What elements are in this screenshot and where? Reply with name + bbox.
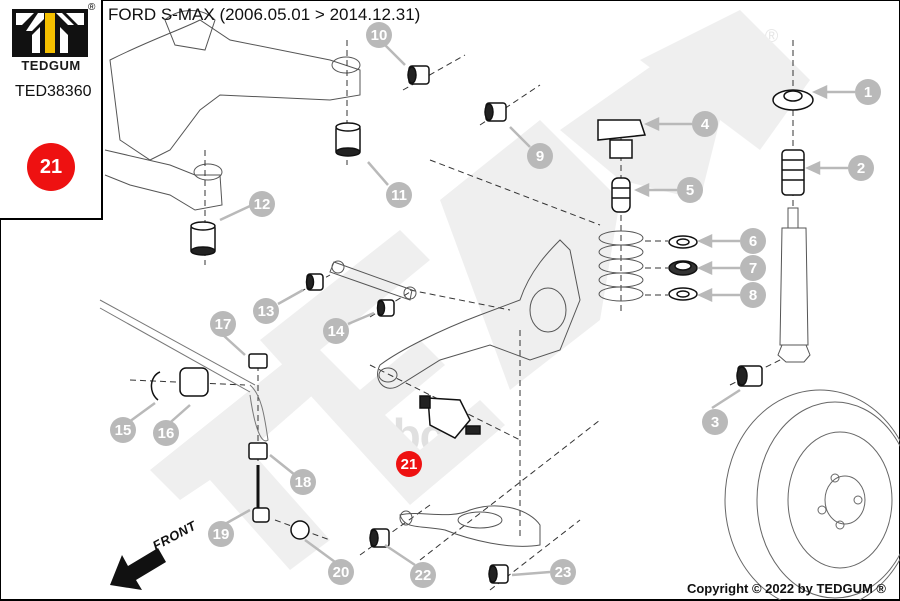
brand-name: TEDGUM: [21, 58, 81, 73]
subframe: [104, 10, 361, 211]
part-4-spring-mount: [597, 119, 647, 159]
part-15-clamp: [150, 371, 161, 401]
callout-19[interactable]: 19: [208, 521, 234, 547]
callout-13[interactable]: 13: [253, 298, 279, 324]
wheel: [724, 389, 900, 600]
knuckle: [377, 239, 581, 389]
part-5-bump-stop: [611, 177, 631, 213]
callout-9[interactable]: 9: [527, 143, 553, 169]
part-20-cap: [290, 520, 310, 540]
callout-23[interactable]: 23: [550, 559, 576, 585]
part-14-bushing: [376, 299, 395, 317]
part-1-top-mount: [772, 89, 814, 111]
callout-20[interactable]: 20: [328, 559, 354, 585]
part-3-bushing: [736, 365, 763, 387]
part-12-bushing: [190, 221, 216, 256]
shock-absorber: [777, 207, 811, 363]
part-21-bushing: [419, 395, 481, 439]
callout-18[interactable]: 18: [290, 469, 316, 495]
part-22-bushing: [369, 528, 390, 548]
watermark-e: [260, 230, 505, 505]
callout-3[interactable]: 3: [702, 409, 728, 435]
watermark-u: [640, 10, 810, 150]
part-6-washer: [668, 235, 698, 249]
callout-4[interactable]: 4: [692, 111, 718, 137]
part-info-panel: ® TEDGUM TED38360 21: [0, 0, 103, 220]
callout-6[interactable]: 6: [740, 228, 766, 254]
part-8-washer: [668, 287, 698, 301]
part-23-bushing: [488, 564, 509, 584]
callout-22[interactable]: 22: [410, 562, 436, 588]
callout-5[interactable]: 5: [677, 177, 703, 203]
bushings: [150, 65, 814, 584]
callout-16[interactable]: 16: [153, 420, 179, 446]
callout-2[interactable]: 2: [848, 155, 874, 181]
callout-1[interactable]: 1: [855, 79, 881, 105]
callout-arrows: [128, 44, 855, 577]
registered-mark: ®: [88, 2, 96, 13]
lower-control-arm: [399, 505, 541, 547]
part-18-bushing: [248, 442, 268, 460]
callout-7[interactable]: 7: [740, 255, 766, 281]
front-arrow: [110, 548, 166, 590]
part-10-bushing: [407, 65, 430, 85]
part-9-bushing: [484, 102, 507, 122]
part-13-bushing: [305, 273, 324, 291]
lateral-link: [329, 260, 417, 301]
callout-11[interactable]: 11: [386, 182, 412, 208]
part-19-link: [252, 465, 270, 523]
part-2-dust-boot: [781, 149, 805, 196]
callout-15[interactable]: 15: [110, 417, 136, 443]
highlighted-position-badge: 21: [27, 143, 75, 191]
part-17-bushing: [248, 353, 268, 369]
vehicle-title: FORD S-MAX (2006.05.01 > 2014.12.31): [108, 5, 421, 24]
part-number: TED38360: [15, 83, 92, 100]
part-7-bearing: [668, 260, 698, 276]
copyright-notice: Copyright © 2022 by TEDGUM ®: [686, 581, 886, 596]
watermark-d: [440, 120, 620, 390]
part-11-bushing: [335, 122, 361, 157]
callout-14[interactable]: 14: [323, 318, 349, 344]
watermark-t: [150, 350, 330, 570]
coil-spring: [598, 230, 644, 302]
anti-roll-bar: [99, 299, 269, 442]
callout-21-highlighted[interactable]: 21: [396, 451, 422, 477]
callout-12[interactable]: 12: [249, 191, 275, 217]
callout-8[interactable]: 8: [740, 282, 766, 308]
callout-10[interactable]: 10: [366, 22, 392, 48]
tedgum-logo-icon: [12, 9, 88, 57]
callout-17[interactable]: 17: [210, 311, 236, 337]
part-16-bushing: [179, 367, 209, 397]
